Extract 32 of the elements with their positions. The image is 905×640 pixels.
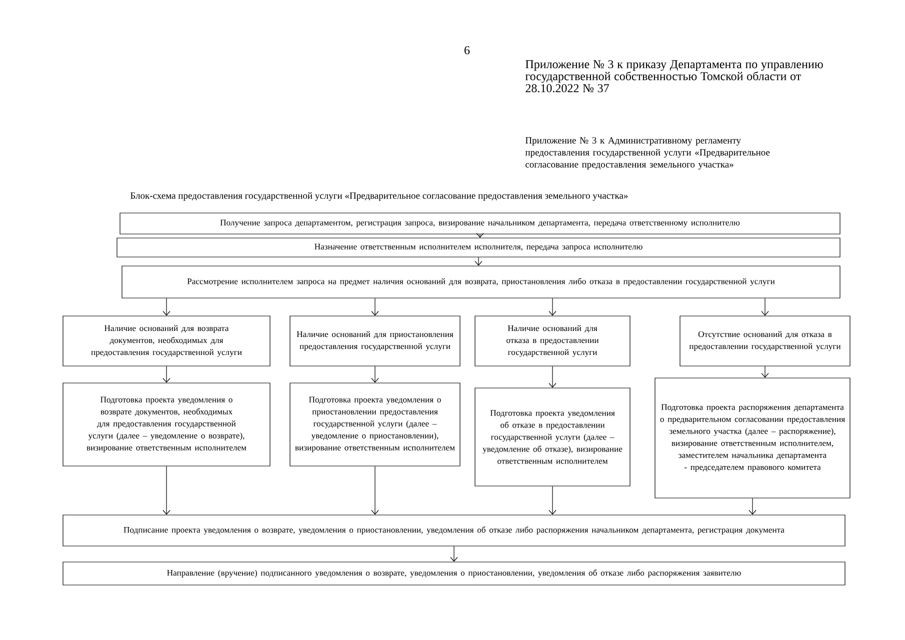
process-box: Направление (вручение) подписанного уведомления о возврате, уведомления о приостановлении, уведомления об отказе либо распоряжения заявителю [62,562,846,586]
process-box: Отсутствие оснований для отказа в предоставлении государственной услуги [680,316,850,366]
arrow [761,366,769,378]
process-box: Подписание проекта уведомления о возврате, уведомления о приостановлении, уведомления об отказе либо распоряжения начальником департамента, регистрация документа [62,514,846,546]
arrow [548,366,556,388]
process-box: Подготовка проекта распоряжения департамента о предварительном согласовании предоставления земельного участка (далее – распоряжение), визирование ответственным исполнителем, заместителем начальника департамента - председателем правового комитета [654,378,850,498]
process-box: Подготовка проекта уведомления об отказе в предоставлении государственной услуги (далее – уведомление об отказе), визирование ответственным исполнителем [474,388,630,486]
process-box: Наличие оснований для возврата документов, необходимых для предоставления государственной услуги [62,316,270,366]
process-box: Подготовка проекта уведомления о возврате документов, необходимых для предоставления государственной услуги (далее – уведомление о возврате), визирование ответственным исполнителем [62,382,270,466]
arrow [476,232,484,238]
title: Блок-схема предоставления государственной услуги «Предварительное согласование предоставления земельного участка» [130,192,628,201]
arrow [748,498,756,515]
process-box: Наличие оснований для отказа в предоставлении государственной услуги [474,316,630,366]
arrow [761,298,769,316]
process-box: Получение запроса департаментом, регистрация запроса, визирование начальником департамента, передача ответственному исполнителю [120,212,840,234]
arrow [162,298,170,316]
process-box: Наличие оснований для приостановления предоставления государственной услуги [290,316,460,366]
arrow [548,486,556,515]
process-box: Назначение ответственным исполнителем исполнителя, передача запроса исполнителю [116,238,840,258]
arrow [162,366,170,383]
process-box: Подготовка проекта уведомления о приостановлении предоставления государственной услуги (далее – уведомление о приостановлении), визирование ответственным исполнителем [290,382,460,466]
header-text: 6 [464,46,470,54]
arrow [162,466,170,515]
arrow [371,466,379,515]
arrow [371,298,379,316]
header-text: Приложение № 3 к приказу Департамента по управлению государственной собственностью Томской области от 28.10.2022 № 37 [525,60,823,92]
arrow [548,298,556,316]
arrow [371,366,379,383]
arrow [474,257,482,266]
process-box: Рассмотрение исполнителем запроса на предмет наличия оснований для возврата, приостановления либо отказа в предоставлении государственной услуги [122,266,840,298]
arrow [450,546,458,562]
header-text: Приложение № 3 к Административному регламенту предоставления государственной услуги «Предварительное согласование предоставления земельного участка» [525,137,770,170]
